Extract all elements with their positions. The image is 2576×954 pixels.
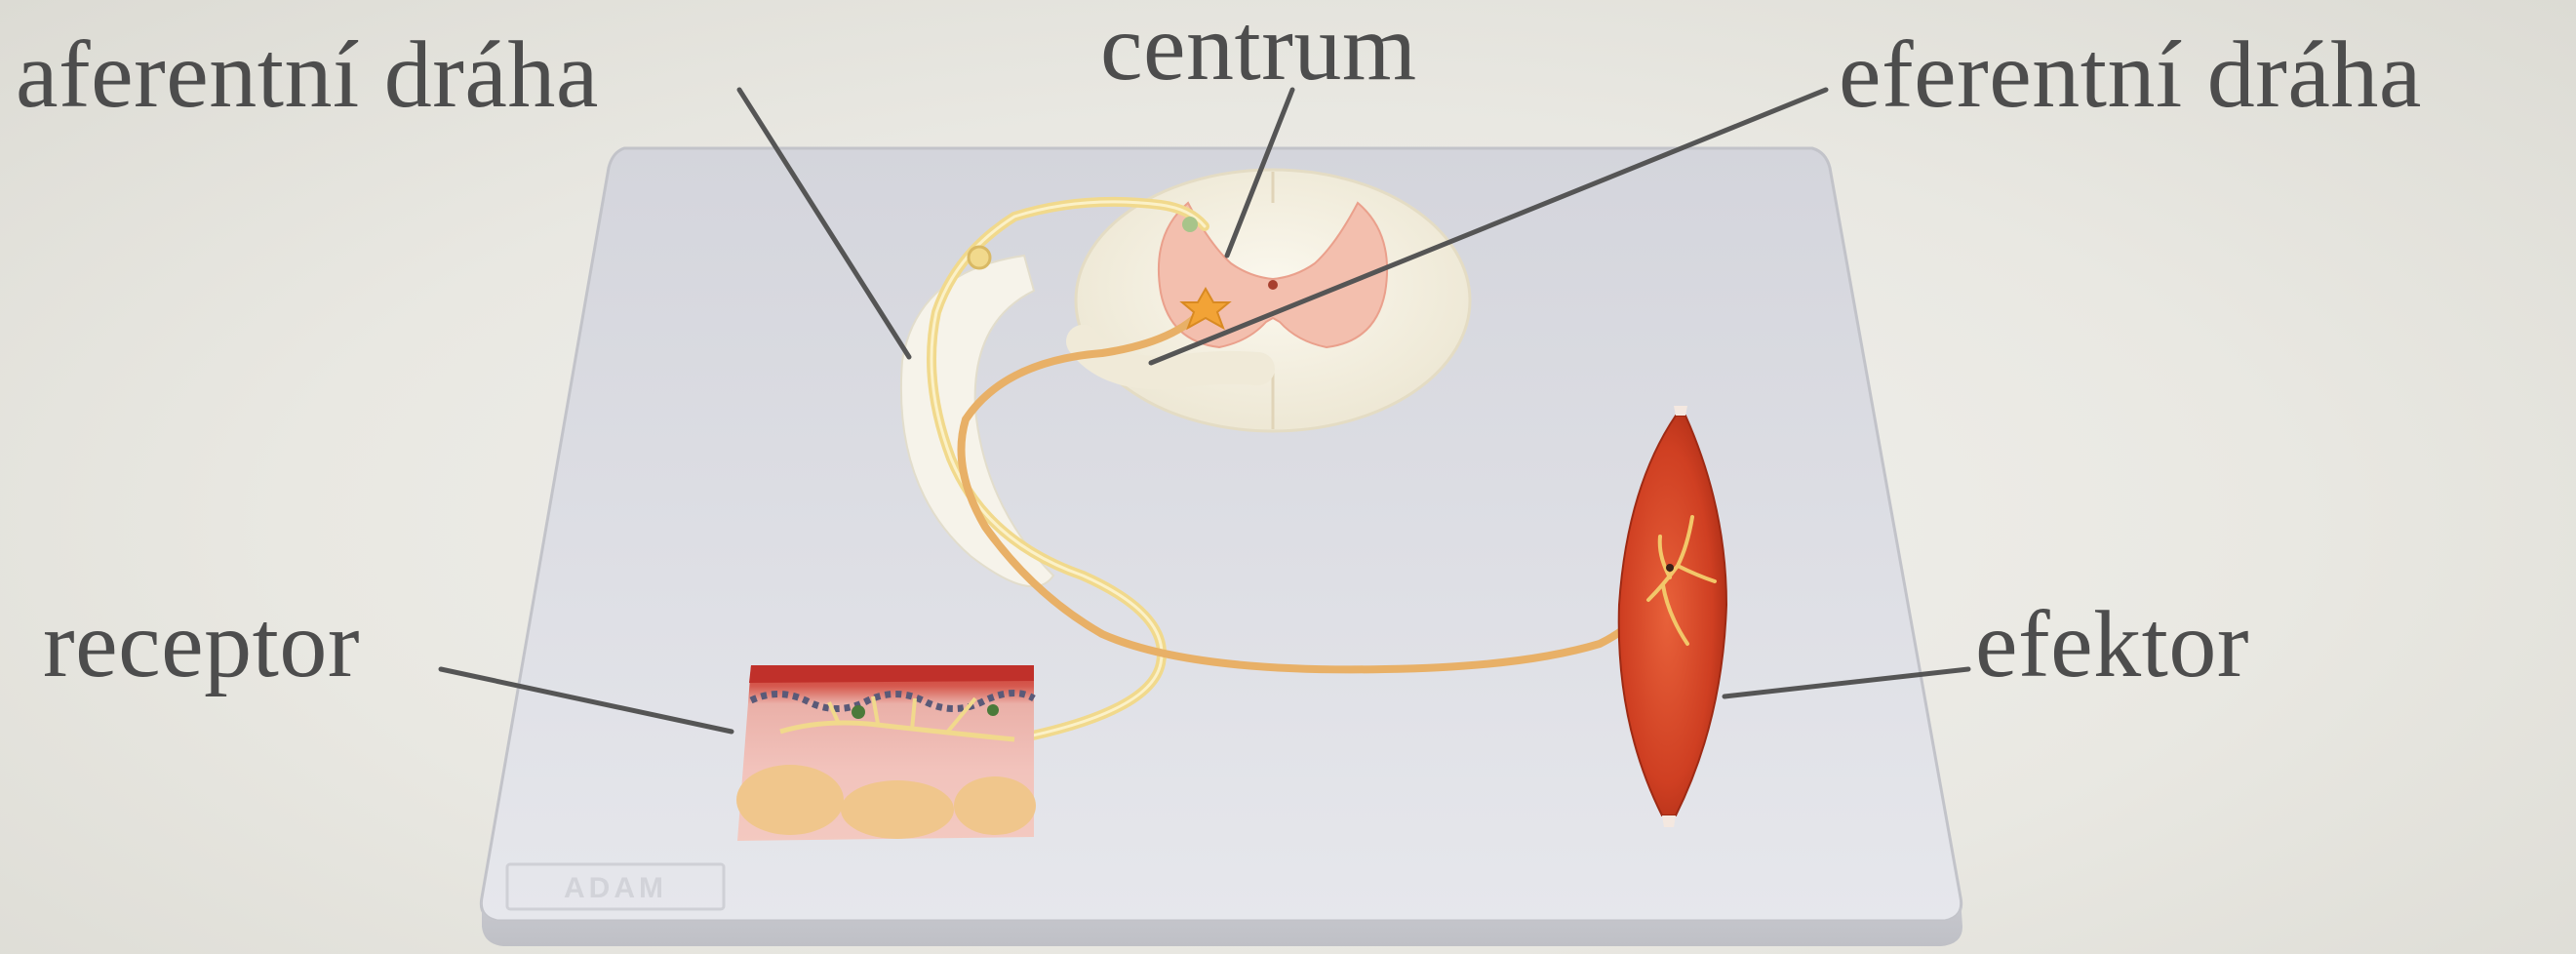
label-efferent-pathway: eferentní dráha [1839, 27, 2422, 123]
label-center: centrum [1100, 0, 1417, 96]
receptor-skin-block [736, 665, 1036, 841]
label-afferent-pathway: aferentní dráha [16, 27, 599, 123]
label-effector: efektor [1975, 597, 2249, 693]
label-receptor: receptor [43, 597, 360, 693]
plate-mark: ADAM [564, 872, 667, 904]
